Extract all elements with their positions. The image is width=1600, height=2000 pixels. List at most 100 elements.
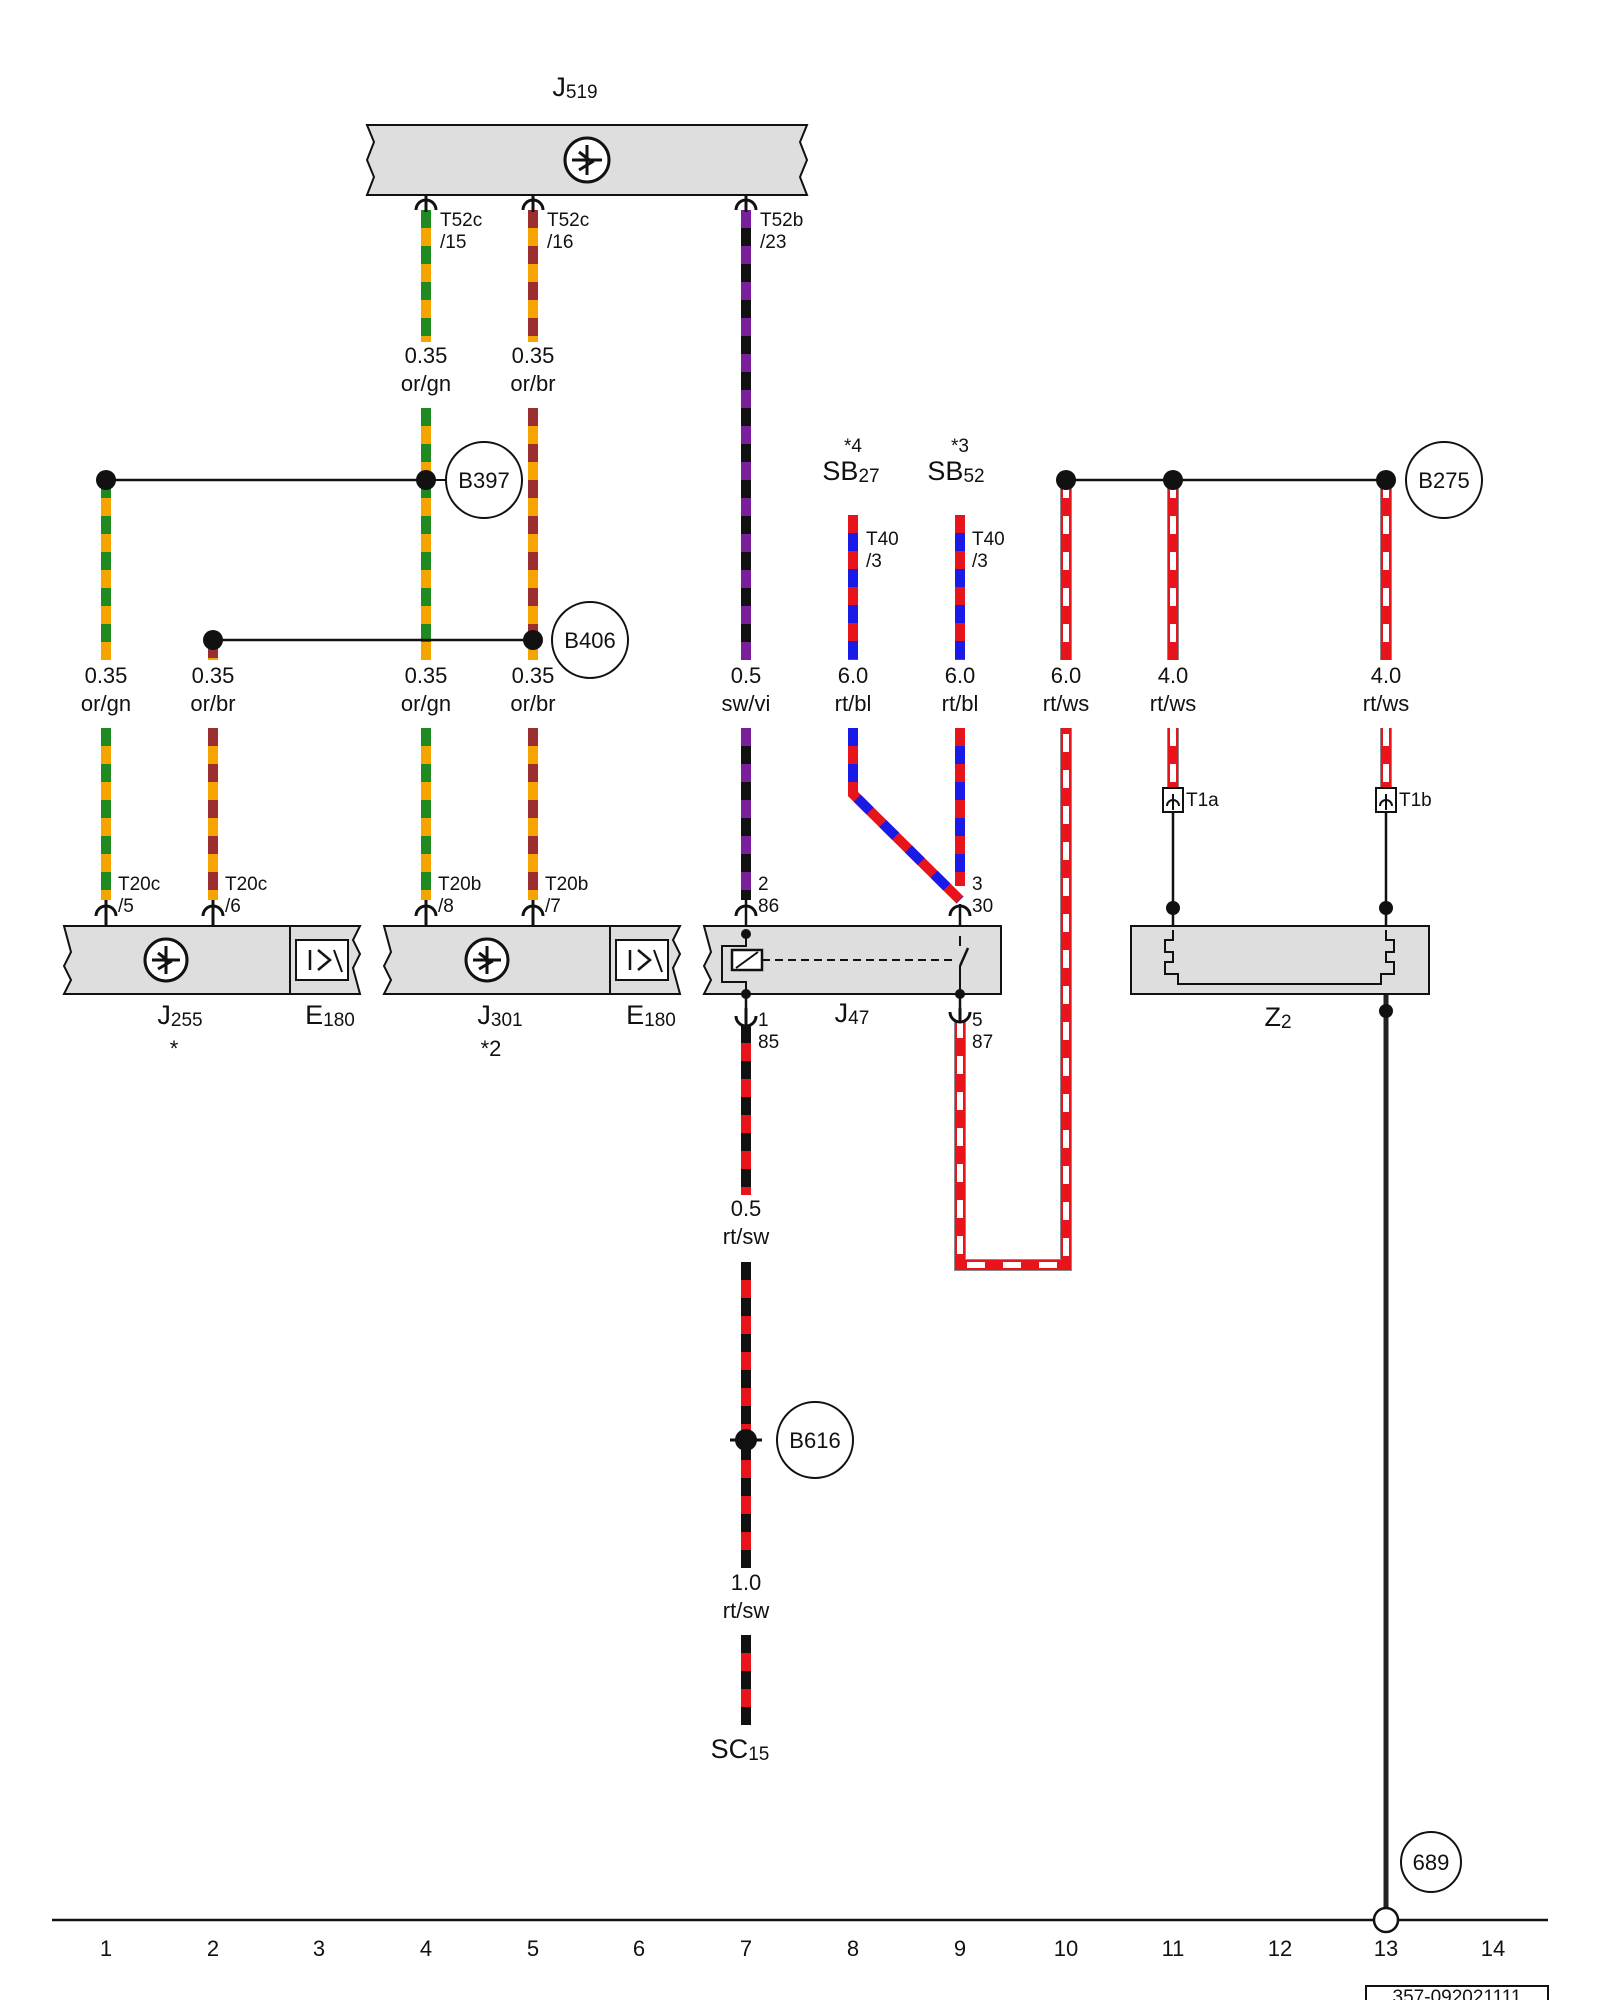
- wire-size: 0.5: [731, 1196, 762, 1221]
- connector-pin: [521, 195, 545, 212]
- connector-pin: [414, 195, 438, 212]
- junction-dot: [523, 630, 543, 650]
- j255-note: *: [170, 1036, 179, 1061]
- junction-dot: [1376, 470, 1396, 490]
- wire-rt-bl: [848, 728, 964, 904]
- svg-text:6.0rt/bl: 6.0rt/bl: [835, 663, 872, 716]
- svg-text:T20c/6: T20c/6: [225, 874, 267, 917]
- component-z2: Z2: [1130, 925, 1430, 1033]
- ground-689: 689: [1413, 1850, 1450, 1875]
- svg-text:0.5rt/sw: 0.5rt/sw: [723, 1196, 770, 1249]
- connector-pin: [734, 195, 758, 212]
- wire-color: or/gn: [401, 371, 451, 396]
- junction-dots: [96, 470, 1400, 1934]
- junction-b406: B406: [564, 628, 615, 653]
- component-j301: J301 *2 E180: [382, 925, 682, 1061]
- svg-text:E180: E180: [305, 1000, 355, 1031]
- sb27-note: *4: [844, 436, 862, 457]
- connector-label: T20c: [118, 874, 160, 895]
- wire-color: rt/bl: [835, 691, 872, 716]
- wire-color: or/br: [190, 691, 235, 716]
- j301-label: J: [477, 1000, 491, 1030]
- junction-dot: [1163, 470, 1183, 490]
- svg-text:J301: J301: [477, 1000, 522, 1031]
- wire-color: rt/ws: [1363, 691, 1409, 716]
- drawing-code: 357-092021111: [1365, 1985, 1549, 2000]
- wire-size: 0.5: [731, 663, 762, 688]
- connector-label: T1a: [1186, 790, 1219, 811]
- connector-label: 2: [758, 874, 769, 895]
- svg-text:SC15: SC15: [711, 1734, 770, 1765]
- control-unit-icon: [143, 937, 189, 983]
- connector-label: 5: [972, 1010, 983, 1031]
- sensor-icon: [615, 939, 669, 981]
- svg-text:SB52: SB52: [927, 456, 984, 487]
- connector-label: T52c: [547, 210, 589, 231]
- connector-pin: [948, 904, 972, 917]
- sb52-label: SB: [927, 456, 963, 486]
- column-number: 4: [420, 1936, 432, 1961]
- svg-text:0.5sw/vi: 0.5sw/vi: [722, 663, 771, 716]
- j47-label: J: [835, 998, 849, 1028]
- j255-label: J: [157, 1000, 171, 1030]
- svg-text:1.0rt/sw: 1.0rt/sw: [723, 1570, 770, 1623]
- column-number: 13: [1374, 1936, 1398, 1961]
- junction-b397: B397: [458, 468, 509, 493]
- wire-color: or/br: [510, 371, 555, 396]
- junction-dot: [741, 989, 751, 999]
- connector-pin: [734, 1008, 758, 1028]
- wire-color: rt/ws: [1043, 691, 1089, 716]
- wire-size: 0.35: [405, 663, 448, 688]
- wire-size: 0.35: [85, 663, 128, 688]
- junction-dot: [1056, 470, 1076, 490]
- wire-rt-ws-stripe: [957, 728, 1069, 1268]
- relay-coil-icon: [721, 936, 764, 992]
- svg-text:T40/3: T40/3: [866, 529, 899, 572]
- svg-text:J255: J255: [157, 1000, 202, 1031]
- component-j519: J519: [365, 72, 809, 196]
- wire-color: rt/bl: [942, 691, 979, 716]
- j301-note: *2: [481, 1036, 502, 1061]
- column-number: 2: [207, 1936, 219, 1961]
- svg-text:T20b/8: T20b/8: [438, 874, 481, 917]
- wire-size: 6.0: [945, 663, 976, 688]
- heater-element-icon: [1164, 930, 1395, 985]
- junction-dot: [741, 929, 751, 939]
- bus-lines: [52, 478, 1548, 1922]
- connector-label: T20c: [225, 874, 267, 895]
- wire-size: 0.35: [192, 663, 235, 688]
- j519-label: J: [552, 72, 566, 102]
- column-number: 8: [847, 1936, 859, 1961]
- connector-pin: [94, 900, 118, 926]
- svg-text:286: 286: [758, 874, 779, 917]
- junction-dot: [416, 470, 436, 490]
- column-number: 5: [527, 1936, 539, 1961]
- wire-size: 0.35: [512, 343, 555, 368]
- connector-label: T40: [866, 529, 899, 550]
- junction-labels: B397 B406 B275 B616 689: [436, 441, 1483, 1893]
- junction-dot: [1166, 901, 1180, 915]
- column-numbers: 1 2 3 4 5 6 7 8 9 10 11 12 13 14: [100, 1936, 1505, 1961]
- component-j255: J255 * E180: [62, 925, 362, 1061]
- fuse-labels: *4 SB27 *3 SB52 SC15: [711, 436, 985, 1765]
- column-number: 12: [1268, 1936, 1292, 1961]
- wire-size: 4.0: [1371, 663, 1402, 688]
- control-unit-icon: [464, 937, 510, 983]
- connector-pin: [201, 900, 225, 926]
- svg-text:T52c/15: T52c/15: [440, 210, 482, 253]
- wire-layer: [101, 210, 1392, 1725]
- wire-size: 4.0: [1158, 663, 1189, 688]
- column-number: 14: [1481, 1936, 1505, 1961]
- wire-color: rt/sw: [723, 1598, 770, 1623]
- ground-point: [1372, 1906, 1400, 1934]
- drawing-code-text: 357-092021111: [1393, 1987, 1522, 2000]
- relay-switch-icon: [958, 936, 970, 992]
- control-unit-icon: [563, 136, 611, 184]
- connector-label: 1: [758, 1010, 769, 1031]
- e180-label: E: [305, 1000, 323, 1030]
